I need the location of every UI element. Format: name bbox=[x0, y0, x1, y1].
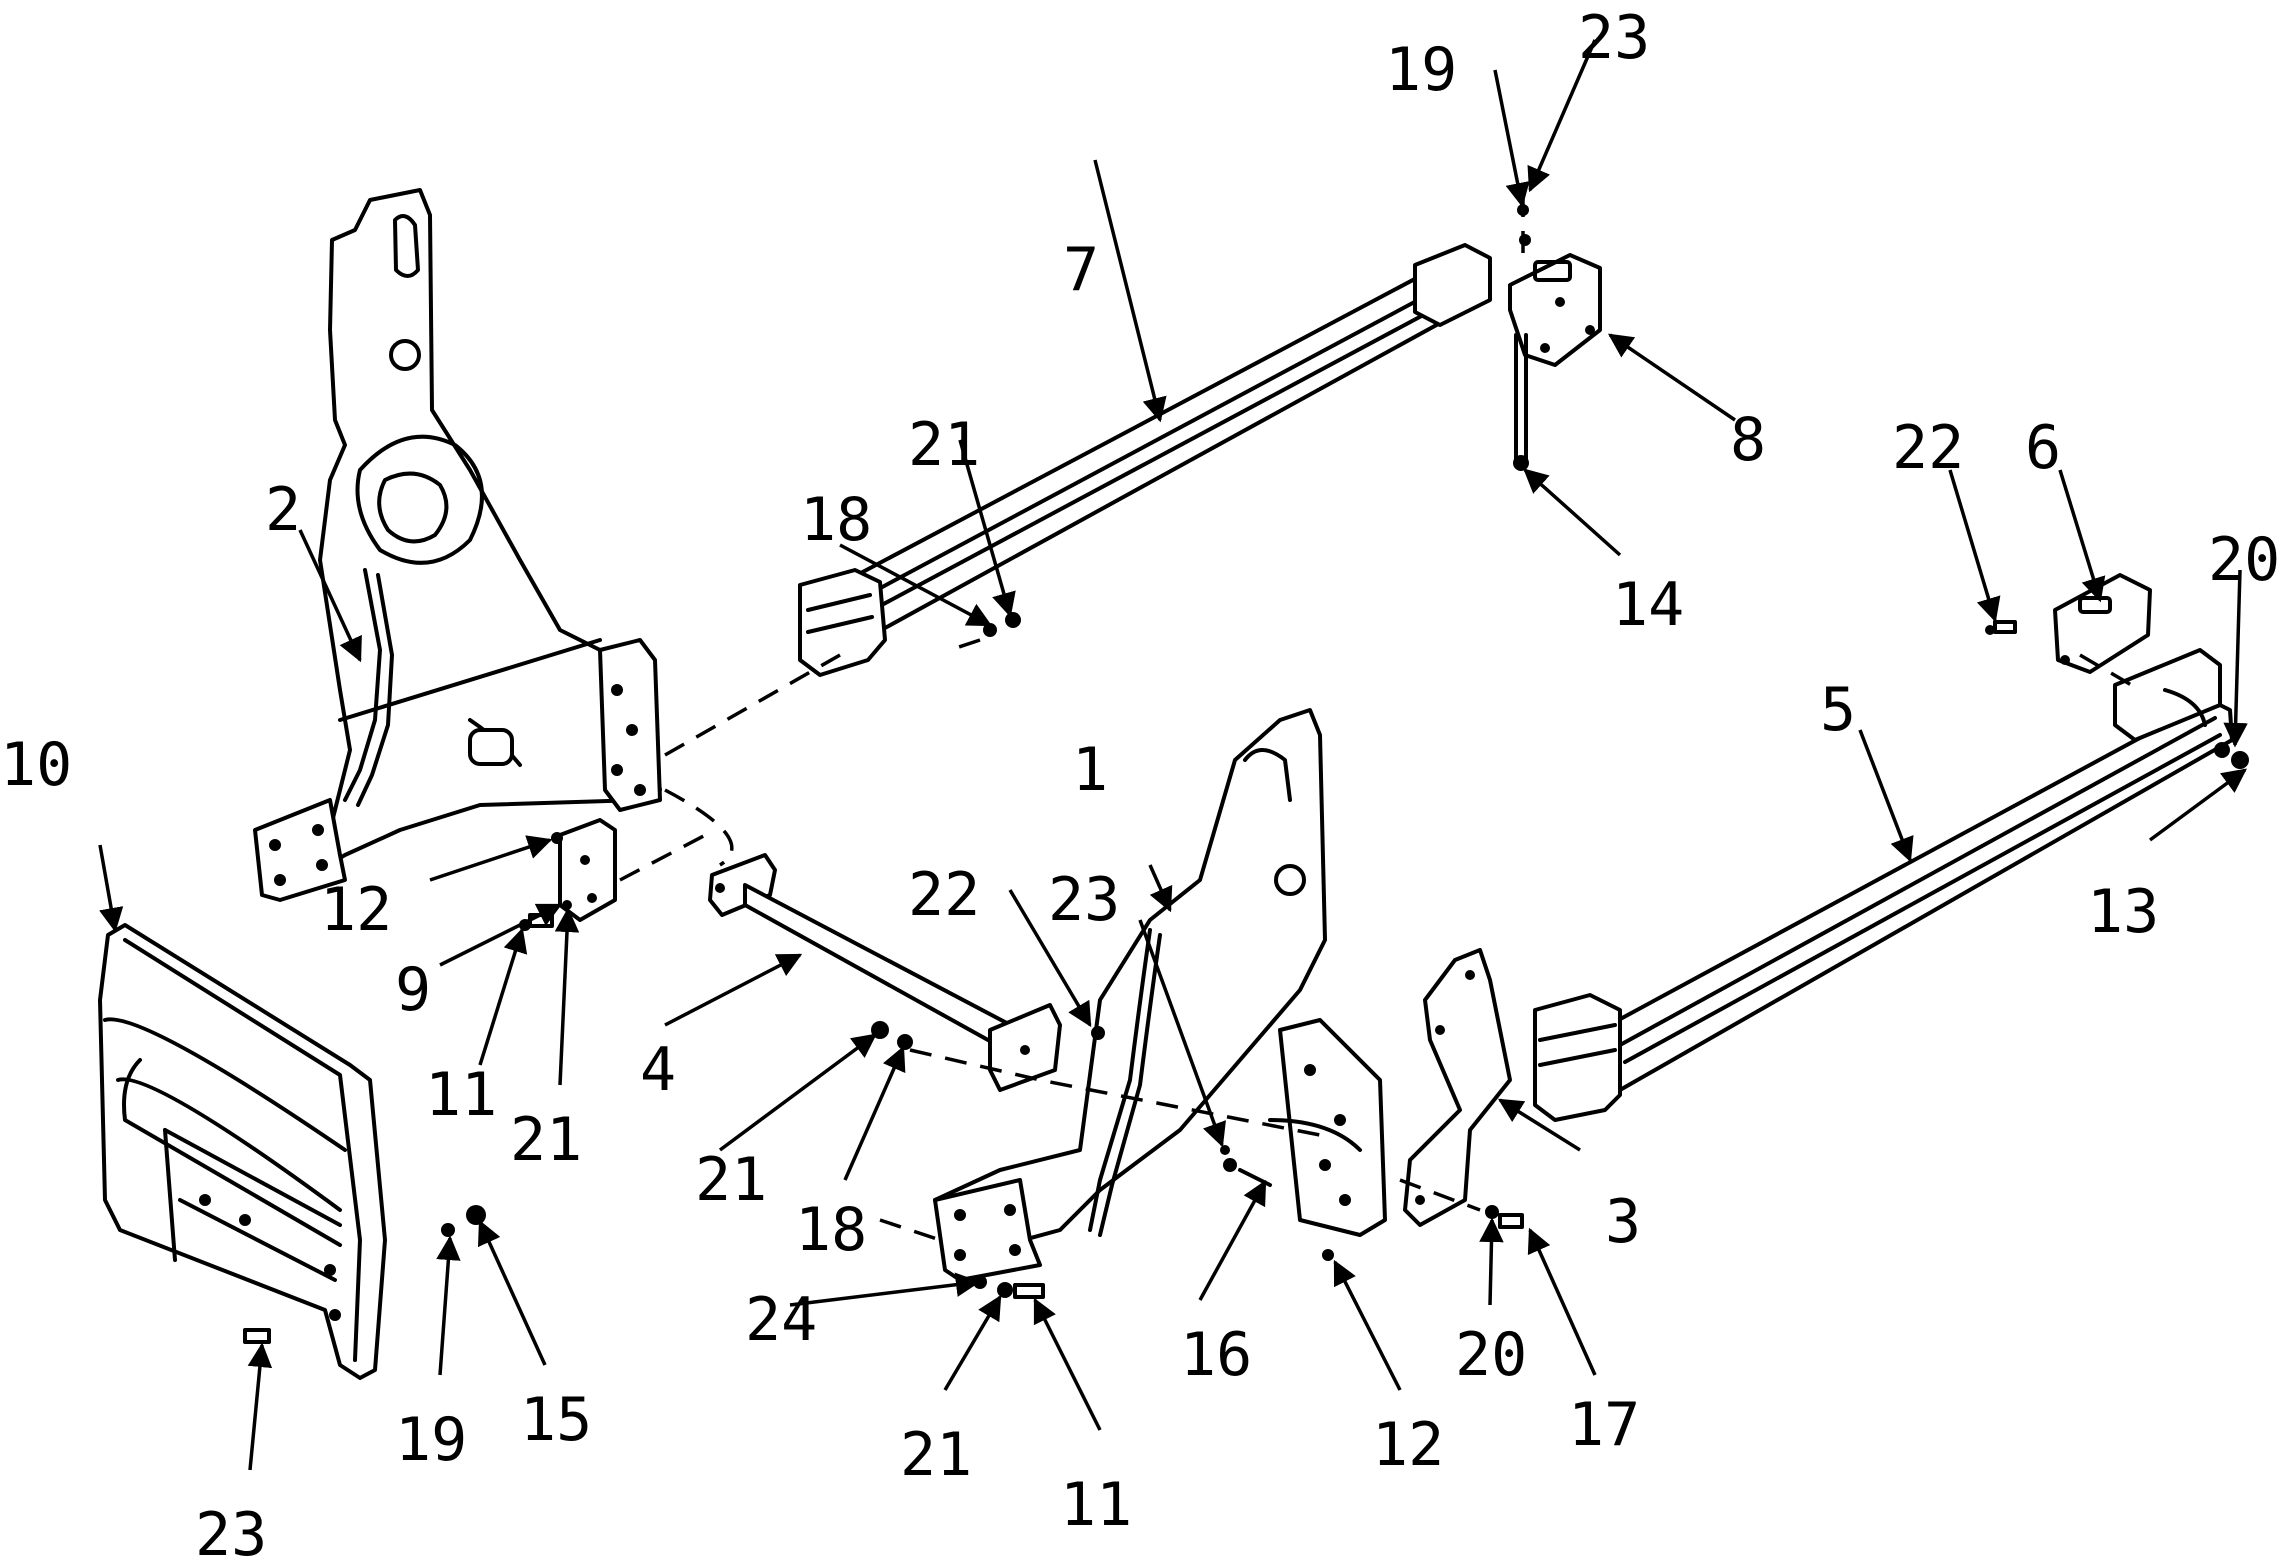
callout-19-lower: 19 bbox=[395, 1405, 467, 1475]
callout-20-right: 20 bbox=[2208, 525, 2280, 595]
callout-21-mid: 21 bbox=[695, 1145, 767, 1215]
callout-18-lower: 18 bbox=[795, 1195, 867, 1265]
front-guard bbox=[98, 923, 387, 1380]
left-upper-bracket bbox=[253, 188, 662, 902]
small-top-bracket bbox=[2053, 573, 2152, 674]
callout-21-lower: 21 bbox=[900, 1420, 972, 1490]
callout-15: 15 bbox=[520, 1385, 592, 1455]
upper-crossbar bbox=[798, 243, 1492, 677]
side-bracket bbox=[1403, 948, 1512, 1227]
callout-labels: 7 8 14 19 23 18 21 22 6 20 13 5 2 10 12 … bbox=[0, 3, 2280, 1565]
callout-12-right: 12 bbox=[1372, 1410, 1444, 1480]
callout-23-top: 23 bbox=[1578, 3, 1650, 73]
callout-12-left: 12 bbox=[320, 875, 392, 945]
callout-7: 7 bbox=[1063, 235, 1099, 305]
callout-11-left: 11 bbox=[425, 1060, 497, 1130]
callout-20-lower: 20 bbox=[1455, 1320, 1527, 1390]
callout-10: 10 bbox=[0, 730, 72, 800]
callout-1: 1 bbox=[1072, 735, 1108, 805]
callout-23-mid: 23 bbox=[1048, 865, 1120, 935]
callout-5: 5 bbox=[1820, 675, 1856, 745]
callout-8: 8 bbox=[1730, 405, 1766, 475]
callout-17: 17 bbox=[1568, 1390, 1640, 1460]
callout-21-upper: 21 bbox=[908, 410, 980, 480]
callout-18-upper: 18 bbox=[800, 485, 872, 555]
assembly-guides bbox=[619, 195, 2141, 1242]
callout-2: 2 bbox=[265, 475, 301, 545]
callout-22-right: 22 bbox=[1892, 413, 1964, 483]
end-bracket bbox=[1508, 253, 1602, 367]
callout-13: 13 bbox=[2087, 877, 2159, 947]
callout-6: 6 bbox=[2025, 413, 2061, 483]
long-pin bbox=[1513, 333, 1529, 471]
callout-4: 4 bbox=[640, 1035, 676, 1105]
callout-3: 3 bbox=[1605, 1187, 1641, 1257]
short-crossbar bbox=[708, 853, 1062, 1092]
callout-23-lower: 23 bbox=[195, 1500, 267, 1565]
callout-11-lower: 11 bbox=[1060, 1470, 1132, 1540]
callout-9: 9 bbox=[395, 955, 431, 1025]
callout-24: 24 bbox=[745, 1285, 817, 1355]
callout-19-top: 19 bbox=[1385, 35, 1457, 105]
callout-22-mid: 22 bbox=[908, 860, 980, 930]
leader-arrows bbox=[98, 39, 2248, 1471]
right-lower-bracket bbox=[933, 708, 1387, 1282]
callout-21-left: 21 bbox=[510, 1105, 582, 1175]
callout-16: 16 bbox=[1180, 1320, 1252, 1390]
callout-14: 14 bbox=[1612, 570, 1684, 640]
